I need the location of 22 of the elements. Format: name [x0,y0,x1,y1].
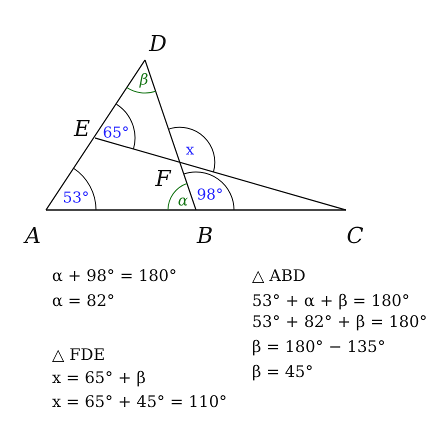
equation: x = 65° + 45° = 110° [52,394,228,410]
point-label: C [346,226,364,248]
equation: 53° + 82° + β = 180° [252,314,428,330]
equation: α + 98° = 180° [52,268,177,284]
angle-label: α [178,194,188,208]
angle-label: 98° [196,188,224,202]
equation: x = 65° + β [52,370,146,386]
equation: 53° + α + β = 180° [252,293,410,309]
point-label: A [25,226,41,248]
angle-label: 65° [102,126,130,140]
equation: β = 180° − 135° [252,339,386,355]
angle-label: β [140,72,148,88]
angle-label: 53° [62,190,90,206]
equation: α = 82° [52,293,115,309]
point-label: F [155,169,171,191]
equation: △ ABD [252,268,306,284]
point-label: B [196,226,214,248]
equation: △ FDE [52,347,105,363]
equation: β = 45° [252,364,314,380]
point-label: E [74,119,90,141]
angle-label: x [186,142,194,158]
point-label: D [149,34,167,56]
